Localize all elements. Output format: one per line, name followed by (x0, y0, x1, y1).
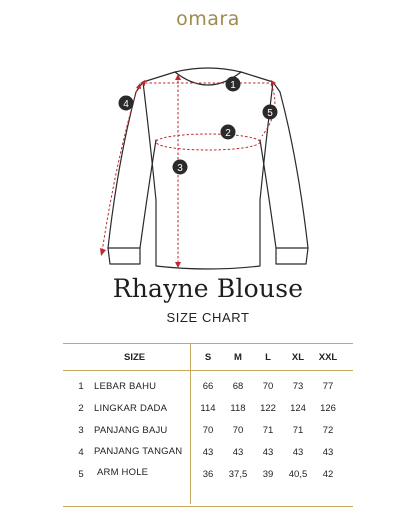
row-number: 3 (78, 425, 84, 436)
size-col-m: M (234, 352, 242, 363)
table-header-rule (63, 370, 353, 371)
table-top-rule (63, 343, 353, 344)
table-cell: 114 (200, 403, 216, 414)
table-cell: 43 (262, 447, 274, 458)
marker-1-icon: 1 (225, 76, 241, 92)
svg-text:4: 4 (123, 99, 129, 110)
marker-5-icon: 5 (262, 104, 278, 120)
size-col-xxl: XXL (318, 352, 338, 363)
table-bottom-rule (63, 506, 353, 507)
table-cell: 66 (202, 381, 214, 392)
svg-text:5: 5 (267, 108, 273, 119)
row-number: 4 (78, 447, 84, 458)
row-label: LINGKAR DADA (94, 403, 168, 414)
table-cell: 118 (230, 403, 246, 414)
table-cell: 43 (292, 447, 304, 458)
size-col-xl: XL (291, 352, 305, 363)
table-cell: 43 (202, 447, 214, 458)
row-label: ARM HOLE (97, 467, 149, 478)
size-col-s: S (204, 352, 212, 363)
table-cell: 39 (262, 469, 274, 480)
table-cell: 71 (262, 425, 274, 436)
row-label: LEBAR BAHU (94, 381, 157, 392)
table-cell: 40,5 (288, 469, 308, 480)
chart-subtitle: SIZE CHART (166, 310, 250, 325)
table-cell: 43 (232, 447, 244, 458)
table-cell: 72 (322, 425, 334, 436)
marker-3-icon: 3 (172, 159, 188, 175)
svg-text:2: 2 (225, 128, 231, 139)
table-cell: 70 (202, 425, 214, 436)
size-header: SIZE (124, 352, 146, 363)
table-cell: 68 (232, 381, 244, 392)
svg-text:1: 1 (230, 80, 236, 91)
table-cell: 42 (322, 469, 334, 480)
table-cell: 73 (292, 381, 304, 392)
product-title: Rhayne Blouse (112, 274, 304, 303)
brand-logo: omara (176, 8, 240, 30)
blouse-illustration: 1 2 3 4 5 (100, 67, 309, 270)
table-cell: 43 (322, 447, 334, 458)
marker-2-icon: 2 (220, 124, 236, 140)
table-cell: 70 (232, 425, 244, 436)
size-col-l: L (265, 352, 271, 363)
table-cell: 77 (322, 381, 334, 392)
row-number: 1 (78, 381, 84, 392)
svg-text:3: 3 (177, 163, 183, 174)
table-column-divider (190, 344, 191, 504)
row-label: PANJANG TANGAN (94, 446, 183, 457)
row-number: 5 (78, 469, 84, 480)
table-cell: 36 (202, 469, 214, 480)
row-label: PANJANG BAJU (94, 425, 168, 436)
table-cell: 122 (260, 403, 276, 414)
row-number: 2 (78, 403, 84, 414)
marker-4-icon: 4 (118, 95, 134, 111)
table-cell: 71 (292, 425, 304, 436)
table-cell: 70 (262, 381, 274, 392)
table-cell: 124 (290, 403, 306, 414)
table-cell: 126 (320, 403, 336, 414)
table-cell: 37,5 (228, 469, 248, 480)
